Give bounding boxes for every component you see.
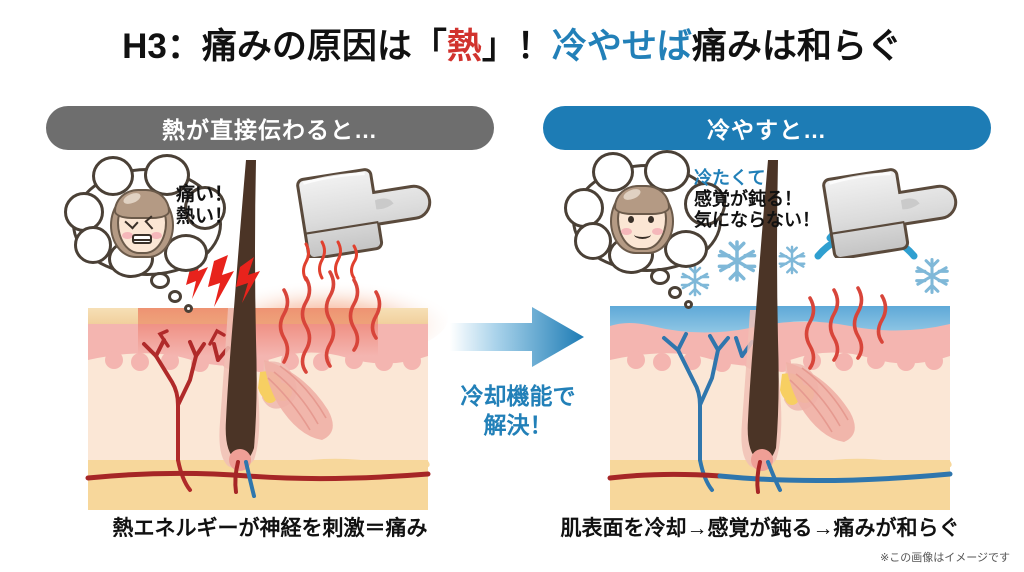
cheek-blush	[652, 228, 663, 235]
bubble-tail-dot	[184, 304, 193, 313]
heat-waves-right	[804, 286, 888, 370]
right-arrow-icon	[450, 307, 584, 367]
cooled-surface-layer	[610, 306, 950, 333]
bubble-lobe	[684, 182, 726, 226]
cheek-blush	[151, 232, 162, 239]
right-panel-header-label: 冷やすと…	[707, 117, 827, 143]
blood-vessels-left	[85, 460, 431, 498]
right-panel-header-pill: 冷やすと…	[543, 106, 991, 150]
title-cool-word: 冷やせば	[551, 27, 692, 66]
hair-top	[614, 185, 670, 215]
bubble-tail-dot	[668, 286, 682, 299]
bubble-lobe	[164, 234, 208, 272]
pain-lightning-bolts	[186, 255, 260, 307]
bubble-tail-dot	[150, 272, 170, 289]
snowflake-icon	[717, 240, 757, 282]
heat-waves-left	[278, 270, 382, 374]
device-heat-emission-left	[302, 240, 358, 282]
page-title: H3：痛みの原因は「熱」！冷やせば痛みは和らぐ	[0, 18, 1024, 69]
bubble-lobe	[574, 222, 612, 260]
applicator-device-right[interactable]	[816, 158, 966, 258]
right-panel-caption: 肌表面を冷却→感覚が鈍る→痛みが和らぐ	[560, 517, 960, 540]
bubble-line-1: 冷たくて	[694, 168, 766, 188]
image-disclaimer-footnote: ※この画像はイメージです	[880, 552, 1010, 564]
bubble-line-3: 気にならない！	[694, 210, 820, 231]
right-panel: 冷たくて 感覚が鈍る！ 気にならない！	[564, 150, 1020, 510]
hair-top	[114, 189, 170, 219]
left-panel-graphics	[85, 160, 448, 510]
arrow-label: 冷却機能で 解決！	[448, 382, 588, 440]
bubble-line-2: 感覚が鈍る！	[694, 189, 802, 210]
title-hot-word: 熱	[446, 27, 482, 66]
left-panel: 痛い！ 熱い！	[64, 154, 498, 510]
hair-shaft	[225, 160, 257, 462]
left-panel-header-label: 熱が直接伝わると…	[162, 117, 378, 143]
avatar-face-left	[110, 186, 174, 258]
thought-bubble-text-left: 痛い！ 熱い！	[176, 184, 233, 229]
blood-vessels-right	[607, 460, 953, 494]
left-panel-header-pill: 熱が直接伝わると…	[46, 106, 494, 150]
arrector-pili-muscle	[786, 362, 855, 442]
bubble-lobe	[92, 156, 134, 196]
avatar-face-right	[610, 182, 674, 254]
hair-shaft	[747, 160, 779, 462]
title-middle: 」！	[481, 27, 552, 66]
fat-boundary	[610, 458, 952, 470]
arrow-label-line1: 冷却機能で	[460, 383, 576, 409]
cheek-blush	[621, 228, 632, 235]
bubble-lobe	[74, 226, 112, 264]
snowflake-icon	[915, 258, 949, 294]
eye-right-icon	[648, 216, 654, 223]
transition-arrow-group: 冷却機能で 解決！	[448, 305, 588, 440]
fat-boundary	[88, 458, 430, 470]
surface-heat-tint	[138, 308, 378, 356]
mouth-grimace	[132, 234, 152, 244]
cheek-blush	[122, 232, 133, 239]
snowflake-icon	[680, 265, 710, 297]
arrow-label-line2: 解決！	[483, 411, 553, 438]
arrector-pili-muscle	[264, 360, 333, 440]
bubble-lobe	[664, 230, 708, 268]
title-suffix: 痛みは和らぐ	[691, 27, 902, 66]
mouth-smile	[634, 230, 651, 239]
snowflake-icon	[778, 245, 806, 275]
bubble-line-2: 熱い！	[176, 206, 234, 228]
left-panel-caption: 熱エネルギーが神経を刺激＝痛み	[112, 517, 428, 540]
hair-follicle-right	[741, 160, 782, 471]
bubble-tail-dot	[684, 300, 693, 309]
nerve-branch-blue	[662, 332, 754, 492]
bubble-lobe	[592, 152, 634, 192]
hair-follicle-left	[219, 160, 260, 471]
bubble-lobe	[184, 186, 226, 230]
bubble-tail-dot	[650, 268, 670, 285]
nerve-zigzag-marks	[157, 328, 226, 348]
bubble-tail-dot	[168, 290, 182, 303]
eye-left-icon	[628, 216, 634, 223]
bubble-line-1: 痛い！	[176, 184, 234, 205]
right-panel-graphics	[607, 160, 953, 510]
title-prefix: H3：痛みの原因は「	[122, 27, 447, 66]
thought-bubble-text-right: 冷たくて 感覚が鈍る！ 気にならない！	[694, 168, 820, 232]
